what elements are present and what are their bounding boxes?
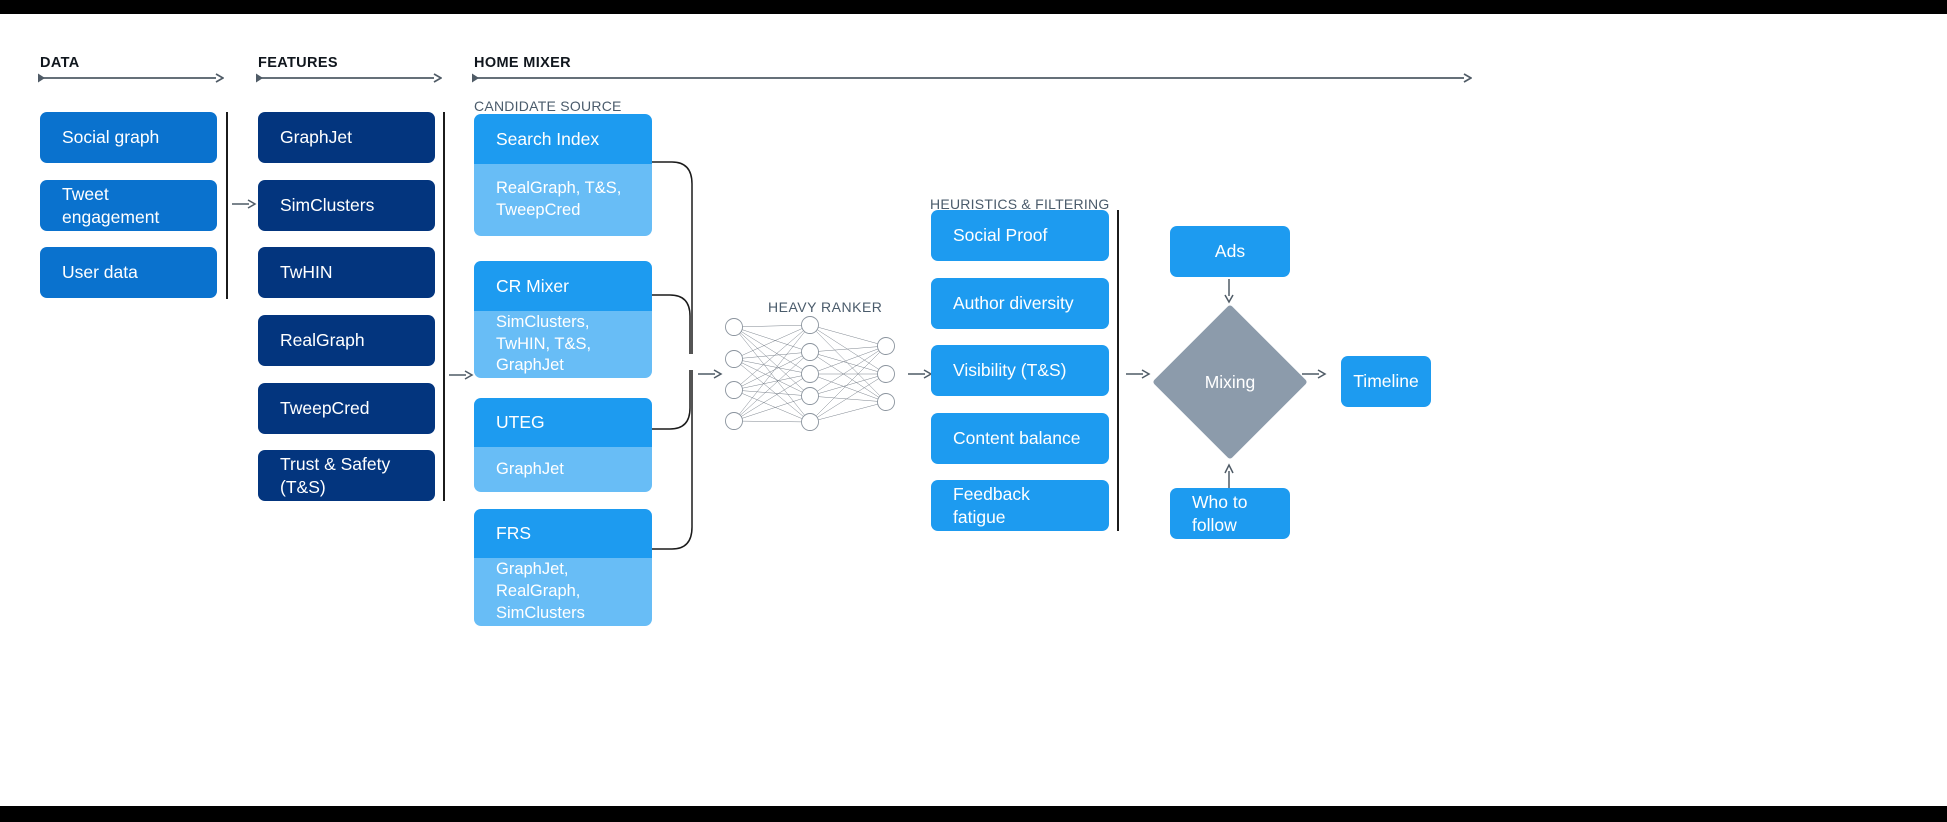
feature-card-trust-safety[interactable]: Trust & Safety (T&S) (258, 450, 435, 501)
data-card-user-data[interactable]: User data (40, 247, 217, 298)
feature-card-simclusters[interactable]: SimClusters (258, 180, 435, 231)
arrow-candidate-source-to-heavy-ranker (698, 367, 723, 381)
card-label: TwHIN (280, 262, 333, 283)
arrow-heavy-ranker-to-heuristics (908, 367, 933, 381)
data-card-tweet-engagement[interactable]: Tweet engagement (40, 180, 217, 231)
subheading-heavy-ranker: HEAVY RANKER (768, 299, 883, 315)
section-heading-data: DATA (40, 55, 80, 71)
card-label: User data (62, 262, 138, 283)
arrow-mixing-to-timeline (1302, 367, 1327, 381)
heuristic-card-author-diversity[interactable]: Author diversity (931, 278, 1109, 329)
mixing-card-ads[interactable]: Ads (1170, 226, 1290, 277)
subheading-heuristics: HEURISTICS & FILTERING (930, 196, 1110, 212)
candidate-source-features: SimClusters, TwHIN, T&S, GraphJet (474, 311, 652, 378)
divider-features-column (443, 112, 445, 501)
card-label: Social Proof (953, 225, 1048, 246)
candidate-source-title: UTEG (474, 398, 652, 447)
connector-candidate-sources-bracket (652, 154, 712, 584)
heavy-ranker-neural-network (722, 316, 898, 432)
diagram-stage: DATA FEATURES HOME MIXER CANDIDA (0, 14, 1947, 806)
card-label: Author diversity (953, 293, 1074, 314)
card-label: Feedback fatigue (953, 483, 1030, 527)
mixing-card-who-to-follow[interactable]: Who to follow (1170, 488, 1290, 539)
card-label: Visibility (T&S) (953, 360, 1067, 381)
card-label: GraphJet (280, 127, 352, 148)
section-rule-home-mixer (472, 72, 1472, 83)
candidate-source-card-search-index[interactable]: Search Index RealGraph, T&S, TweepCred (474, 114, 652, 236)
section-heading-home-mixer: HOME MIXER (474, 55, 571, 71)
card-label: Timeline (1353, 371, 1419, 392)
feature-card-twhin[interactable]: TwHIN (258, 247, 435, 298)
arrow-data-to-features (232, 197, 257, 211)
arrow-ads-to-mixing (1222, 279, 1236, 304)
divider-heuristics-column (1117, 210, 1119, 531)
feature-card-realgraph[interactable]: RealGraph (258, 315, 435, 366)
card-label: Content balance (953, 428, 1081, 449)
candidate-source-card-uteg[interactable]: UTEG GraphJet (474, 398, 652, 492)
card-label: RealGraph (280, 330, 365, 351)
card-label: Social graph (62, 127, 160, 148)
output-card-timeline[interactable]: Timeline (1341, 356, 1431, 407)
candidate-source-title: CR Mixer (474, 261, 652, 311)
card-label: Ads (1214, 241, 1246, 262)
card-label: Tweet engagement (62, 183, 160, 227)
data-card-social-graph[interactable]: Social graph (40, 112, 217, 163)
card-label: SimClusters (280, 195, 375, 216)
feature-card-tweepcred[interactable]: TweepCred (258, 383, 435, 434)
candidate-source-features: GraphJet (474, 447, 652, 492)
section-heading-features: FEATURES (258, 55, 338, 71)
subheading-candidate-source: CANDIDATE SOURCE (474, 98, 622, 114)
arrow-features-to-candidate-source (449, 368, 474, 382)
mixing-label: Mixing (1204, 371, 1256, 392)
arrow-heuristics-to-mixing (1126, 367, 1151, 381)
card-label: Who to follow (1192, 491, 1248, 535)
section-rule-features (256, 72, 442, 83)
heuristic-card-content-balance[interactable]: Content balance (931, 413, 1109, 464)
arrow-who-to-follow-to-mixing (1222, 463, 1236, 490)
candidate-source-title: Search Index (474, 114, 652, 164)
feature-card-graphjet[interactable]: GraphJet (258, 112, 435, 163)
candidate-source-features: GraphJet, RealGraph, SimClusters (474, 558, 652, 626)
card-label: Trust & Safety (T&S) (280, 453, 391, 497)
heuristic-card-social-proof[interactable]: Social Proof (931, 210, 1109, 261)
candidate-source-card-frs[interactable]: FRS GraphJet, RealGraph, SimClusters (474, 509, 652, 626)
heuristic-card-visibility[interactable]: Visibility (T&S) (931, 345, 1109, 396)
candidate-source-features: RealGraph, T&S, TweepCred (474, 164, 652, 236)
card-label: TweepCred (280, 398, 370, 419)
candidate-source-card-cr-mixer[interactable]: CR Mixer SimClusters, TwHIN, T&S, GraphJ… (474, 261, 652, 378)
divider-data-column (226, 112, 228, 299)
section-rule-data (38, 72, 224, 83)
candidate-source-title: FRS (474, 509, 652, 558)
heuristic-card-feedback-fatigue[interactable]: Feedback fatigue (931, 480, 1109, 531)
